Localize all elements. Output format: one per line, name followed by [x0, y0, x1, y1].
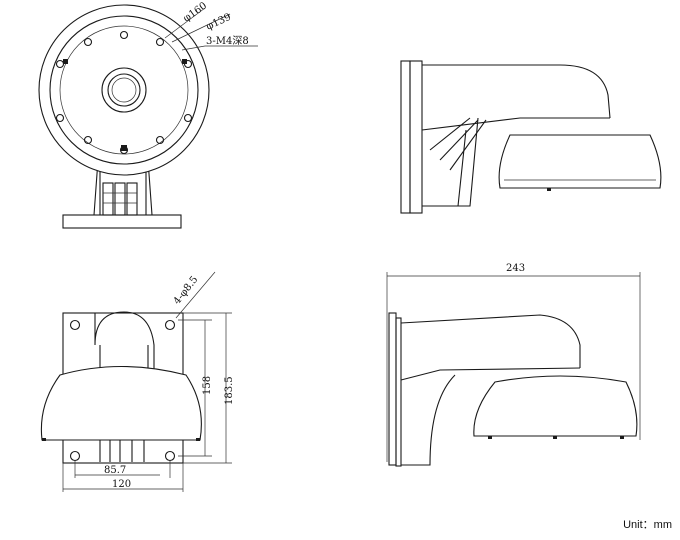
view-side-bottom	[386, 272, 641, 467]
label-d85-holes: 4-φ8.5	[172, 274, 201, 307]
view-front-bottom	[40, 271, 232, 492]
dimension-243: 243	[506, 263, 525, 274]
view-side-top	[400, 60, 662, 214]
label-diameter-160: φ160	[181, 0, 209, 24]
unit-label: Unit：mm	[623, 519, 672, 531]
view-top-plate	[38, 4, 258, 229]
dimension-158: 158	[202, 376, 213, 395]
label-diameter-139: φ139	[205, 12, 233, 33]
dimension-120: 120	[112, 479, 131, 490]
dimension-85-7: 85.7	[104, 465, 126, 476]
dimension-183-5: 183.5	[224, 376, 235, 405]
label-m4-holes: 3-M4深8	[206, 35, 249, 47]
